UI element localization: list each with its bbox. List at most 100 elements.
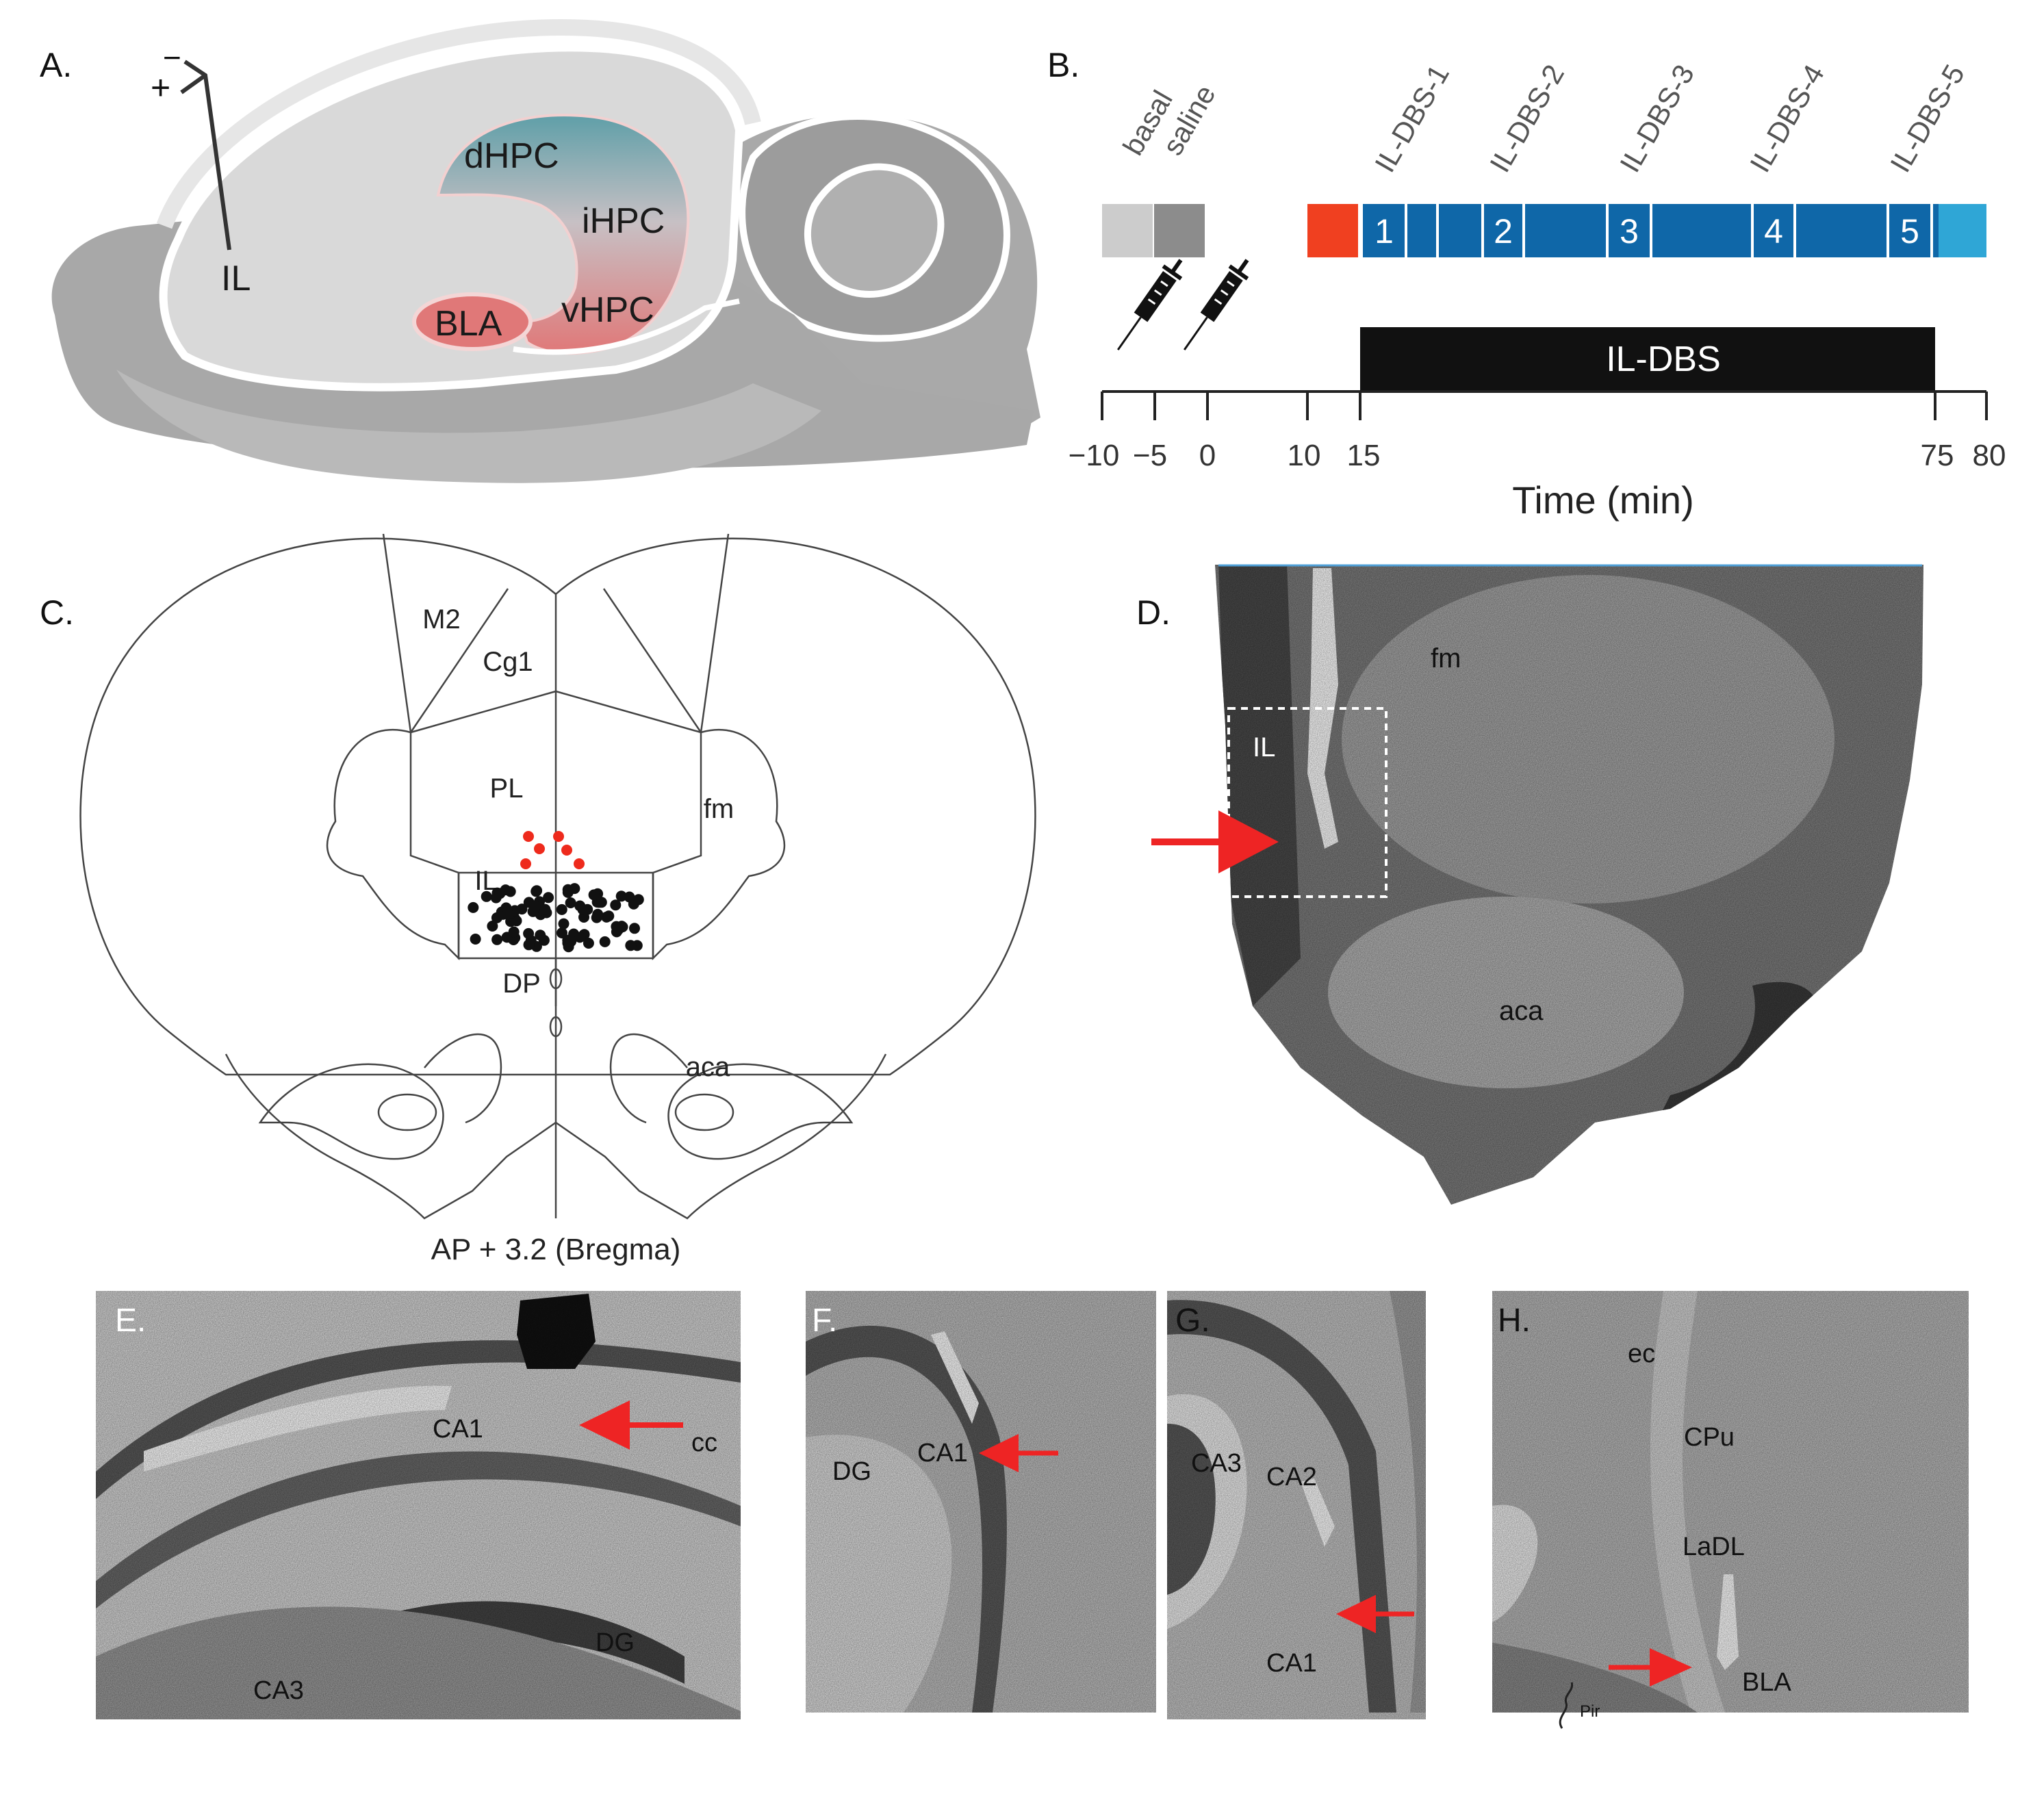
phase-label-dbs1: IL-DBS-1 <box>1368 59 1455 177</box>
tick-label: 10 <box>1288 439 1321 472</box>
placement-dot <box>530 901 541 912</box>
phase-label-dbs4: IL-DBS-4 <box>1743 59 1830 177</box>
tick-label: 75 <box>1921 439 1954 472</box>
panel-a-label: A. <box>40 46 72 84</box>
histology-f <box>806 1291 1156 1713</box>
electrode-icon <box>180 60 231 251</box>
basal-block <box>1102 204 1153 257</box>
placement-dot <box>613 924 624 935</box>
dhpc-label: dHPC <box>464 136 559 176</box>
panel-c-label: C. <box>40 593 74 632</box>
time-axis-title: Time (min) <box>1512 478 1693 522</box>
placement-dot <box>487 921 498 932</box>
cpu-label-h: CPu <box>1684 1423 1735 1452</box>
ca2-label-g: CA2 <box>1266 1463 1317 1491</box>
placement-dot <box>502 908 513 919</box>
dg-label-f: DG <box>832 1457 871 1486</box>
block-number-5: 5 <box>1900 212 1919 251</box>
red-arrow-icon <box>1336 1595 1414 1633</box>
placement-dot <box>603 910 615 922</box>
phase-label-dbs5: IL-DBS-5 <box>1884 59 1971 177</box>
pl-label: PL <box>490 773 524 804</box>
panel-c: C. M2 Cg1 PL <box>40 533 1036 1266</box>
placement-dot <box>504 886 516 897</box>
placement-dot <box>615 890 627 902</box>
post-dbs-block <box>1939 204 1986 257</box>
placement-dot <box>481 890 492 902</box>
ca1-label-g: CA1 <box>1266 1649 1317 1678</box>
placement-dot <box>583 938 594 949</box>
panel-h: H. ec CPu LaDL BLA Pir <box>1492 1291 1969 1729</box>
vhpc-label: vHPC <box>561 290 654 330</box>
aca-label-d: aca <box>1499 996 1544 1026</box>
il-label-d: IL <box>1253 732 1275 762</box>
panel-a: A. dHPC iHPC vHPC BLA IL − + <box>40 18 1040 483</box>
placement-dot <box>491 934 503 945</box>
pir-label-h: Pir <box>1580 1702 1600 1721</box>
placement-dot <box>470 934 481 945</box>
saline-block <box>1154 204 1205 257</box>
placement-dot <box>539 903 551 915</box>
block-number-3: 3 <box>1620 212 1639 251</box>
tick-label: −5 <box>1133 439 1167 472</box>
histology-g <box>1167 1291 1426 1719</box>
tick-label: 15 <box>1347 439 1381 472</box>
tick-label: 80 <box>1973 439 2006 472</box>
histology-e <box>96 1291 741 1719</box>
ca3-label-e: CA3 <box>253 1676 304 1705</box>
dg-label-e: DG <box>596 1628 635 1657</box>
bla-label: BLA <box>435 304 502 344</box>
placement-dot <box>565 936 577 947</box>
placement-dot <box>538 934 550 946</box>
ec-label-h: ec <box>1628 1340 1655 1368</box>
syringe-icon <box>1116 259 1183 350</box>
panel-d-label: D. <box>1136 593 1171 632</box>
placement-dot <box>624 891 635 903</box>
placement-dot <box>625 940 637 951</box>
histology-h <box>1492 1291 1969 1713</box>
internal-fiber-line <box>513 298 740 355</box>
syringe-icon <box>1183 259 1249 350</box>
panel-h-label: H. <box>1498 1303 1531 1339</box>
placement-dot <box>588 889 600 901</box>
placement-dot <box>491 912 502 923</box>
il-roi-box <box>1227 707 1388 898</box>
placement-dot <box>508 926 520 938</box>
pir-squiggle <box>1559 1682 1574 1729</box>
placement-dot <box>577 903 589 915</box>
fm-label-d: fm <box>1431 643 1461 674</box>
placement-dot <box>562 886 574 898</box>
placement-dot <box>523 939 535 951</box>
cg1-label: Cg1 <box>483 647 533 677</box>
placement-dot <box>531 885 543 897</box>
panel-g: G. CA3 CA2 CA1 <box>1167 1291 1426 1719</box>
placement-dot <box>468 901 479 913</box>
placement-dot <box>556 903 567 915</box>
panel-f-label: F. <box>812 1303 837 1339</box>
dp-label: DP <box>502 969 541 999</box>
electrode-minus: − <box>163 40 181 75</box>
cc-label-e: cc <box>691 1428 717 1457</box>
right-fm-outline <box>652 728 786 961</box>
pre-dbs-block <box>1307 204 1358 257</box>
placement-dot <box>511 915 522 927</box>
ladl-label-h: LaDL <box>1683 1533 1745 1561</box>
block-number-4: 4 <box>1764 212 1783 251</box>
red-arrow-icon <box>579 1400 683 1450</box>
placement-dot <box>494 888 506 899</box>
panel-e: E. CA1 cc DG CA3 <box>96 1291 741 1719</box>
panel-d: D. IL fm aca <box>1136 564 1923 1205</box>
right-hemisphere-outline <box>555 537 1036 1076</box>
panel-b-label: B. <box>1047 46 1079 84</box>
ca1-label-e: CA1 <box>433 1415 483 1444</box>
bregma-caption: AP + 3.2 (Bregma) <box>431 1233 681 1266</box>
il-label-a: IL <box>221 259 251 298</box>
placement-dot <box>574 932 586 943</box>
placement-dot <box>557 927 567 938</box>
left-fm-outline <box>326 728 460 961</box>
block-number-2: 2 <box>1494 212 1513 251</box>
block-number-1: 1 <box>1374 212 1394 251</box>
aca-label-c: aca <box>686 1052 730 1082</box>
bla-label-h: BLA <box>1742 1668 1791 1697</box>
